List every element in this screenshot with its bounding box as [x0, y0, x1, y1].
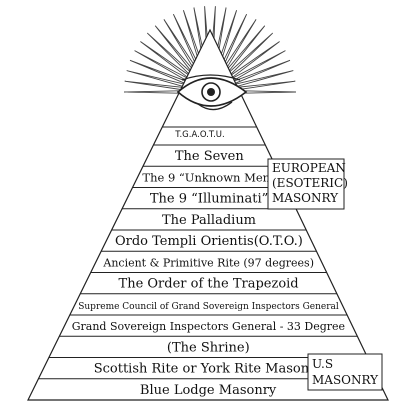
us-line-1: U.S	[312, 357, 333, 371]
all-seeing-eye-icon	[176, 74, 248, 111]
tier-label: Ancient & Primitive Rite (97 degrees)	[102, 256, 314, 269]
european-line-3: MASONRY	[272, 191, 339, 205]
tier-label: (The Shrine)	[167, 340, 250, 355]
european-line-2: (ESOTERIC)	[272, 176, 348, 190]
tier-label: Grand Sovereign Inspectors General - 33 …	[72, 320, 345, 333]
tier-label: The Seven	[175, 149, 245, 164]
tier-label: Supreme Council of Grand Sovereign Inspe…	[78, 302, 339, 312]
tier-label: The Palladium	[162, 213, 256, 228]
tier-label: The 9 “Illuminati”	[150, 192, 268, 207]
european-line-1: EUROPEAN	[272, 161, 346, 175]
us-line-2: MASONRY	[312, 373, 379, 387]
tier-label: Ordo Templi Orientis(O.T.O.)	[115, 234, 303, 249]
ray	[123, 90, 185, 94]
us-masonry-box: U.S MASONRY	[307, 353, 383, 391]
european-masonry-box: EUROPEAN (ESOTERIC) MASONRY	[267, 158, 348, 210]
tier-label: The 9 “Unknown Men”	[142, 170, 276, 184]
tier-label: The Order of the Trapezoid	[119, 277, 299, 292]
apex-label: T.G.A.O.T.U.	[174, 130, 224, 140]
tier-label: Blue Lodge Masonry	[140, 383, 277, 398]
pyramid-outline	[27, 28, 389, 401]
tier-label: Scottish Rite or York Rite Masonry	[94, 362, 324, 377]
